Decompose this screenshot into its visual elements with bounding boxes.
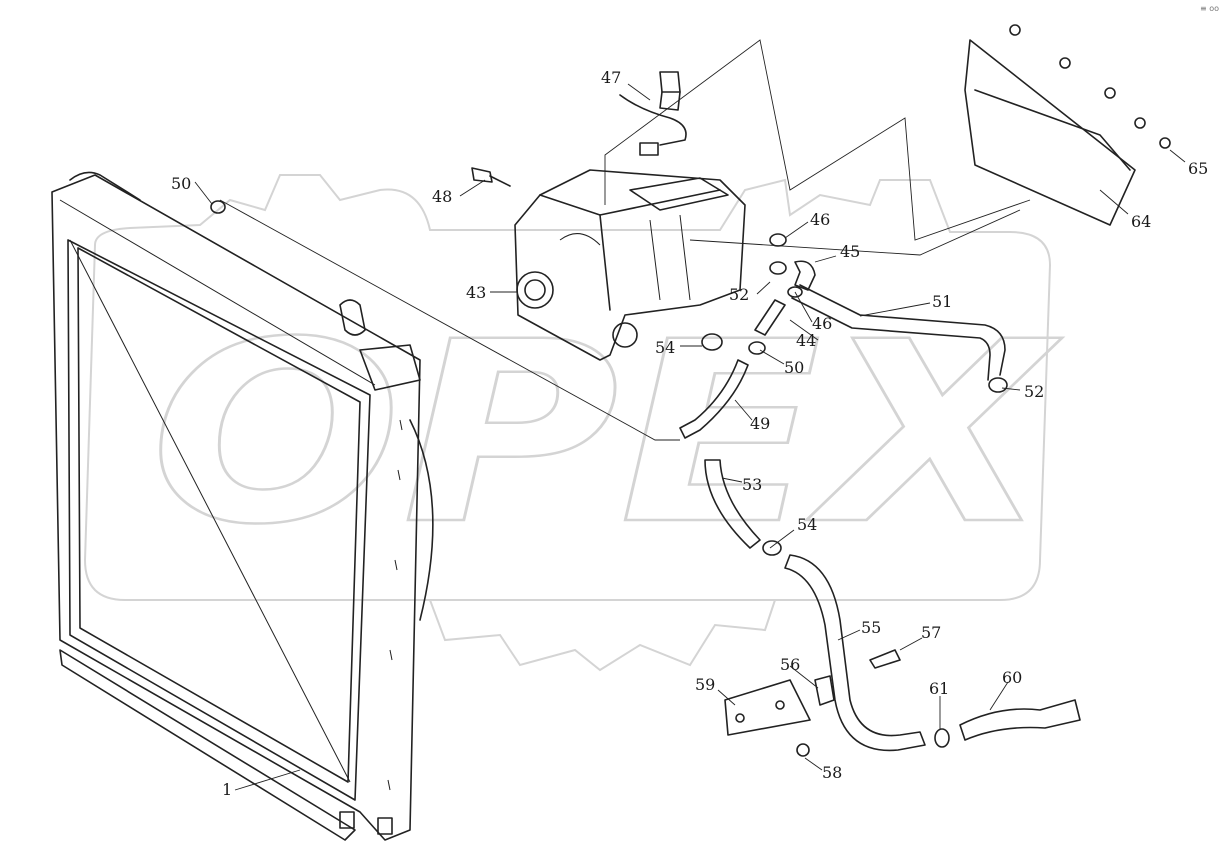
watermark-text: OPEX bbox=[150, 288, 1062, 579]
callout-46-upper: 46 bbox=[810, 210, 830, 229]
callout-55: 55 bbox=[861, 618, 881, 637]
callout-57: 57 bbox=[921, 623, 941, 642]
callout-48: 48 bbox=[432, 187, 452, 206]
callout-52-left: 52 bbox=[729, 285, 749, 304]
callout-61: 61 bbox=[929, 679, 949, 698]
watermark-logo: OPEX bbox=[83, 174, 1063, 672]
callout-58: 58 bbox=[822, 763, 842, 782]
callout-56: 56 bbox=[780, 655, 800, 674]
coolant-hoses bbox=[210, 200, 1081, 757]
callout-52-right: 52 bbox=[1024, 382, 1044, 401]
callout-60: 60 bbox=[1002, 668, 1022, 687]
level-sensor bbox=[619, 71, 687, 156]
callout-50-right: 50 bbox=[784, 358, 804, 377]
callout-53: 53 bbox=[742, 475, 762, 494]
callout-59: 59 bbox=[695, 675, 715, 694]
heat-shield-cover bbox=[964, 24, 1171, 226]
callout-1: 1 bbox=[222, 780, 232, 799]
callout-labels: 1 43 44 45 46 46 47 48 49 50 50 51 52 52… bbox=[171, 68, 1208, 799]
callout-45: 45 bbox=[840, 242, 860, 261]
callout-54-upper: 54 bbox=[655, 338, 675, 357]
callout-47: 47 bbox=[601, 68, 621, 87]
callout-64: 64 bbox=[1131, 212, 1151, 231]
leader-lines bbox=[194, 39, 1186, 791]
callout-44: 44 bbox=[796, 331, 816, 350]
callout-49: 49 bbox=[750, 414, 770, 433]
callout-65: 65 bbox=[1188, 159, 1208, 178]
callout-51: 51 bbox=[932, 292, 952, 311]
callout-46-lower: 46 bbox=[812, 314, 832, 333]
bolt-48 bbox=[471, 167, 511, 187]
corner-mark: ≡ oo bbox=[1199, 4, 1219, 13]
callout-54-lower: 54 bbox=[797, 515, 817, 534]
radiator-assembly bbox=[51, 171, 434, 841]
expansion-tank bbox=[514, 169, 746, 361]
callout-50-left: 50 bbox=[171, 174, 191, 193]
callout-43: 43 bbox=[466, 283, 486, 302]
